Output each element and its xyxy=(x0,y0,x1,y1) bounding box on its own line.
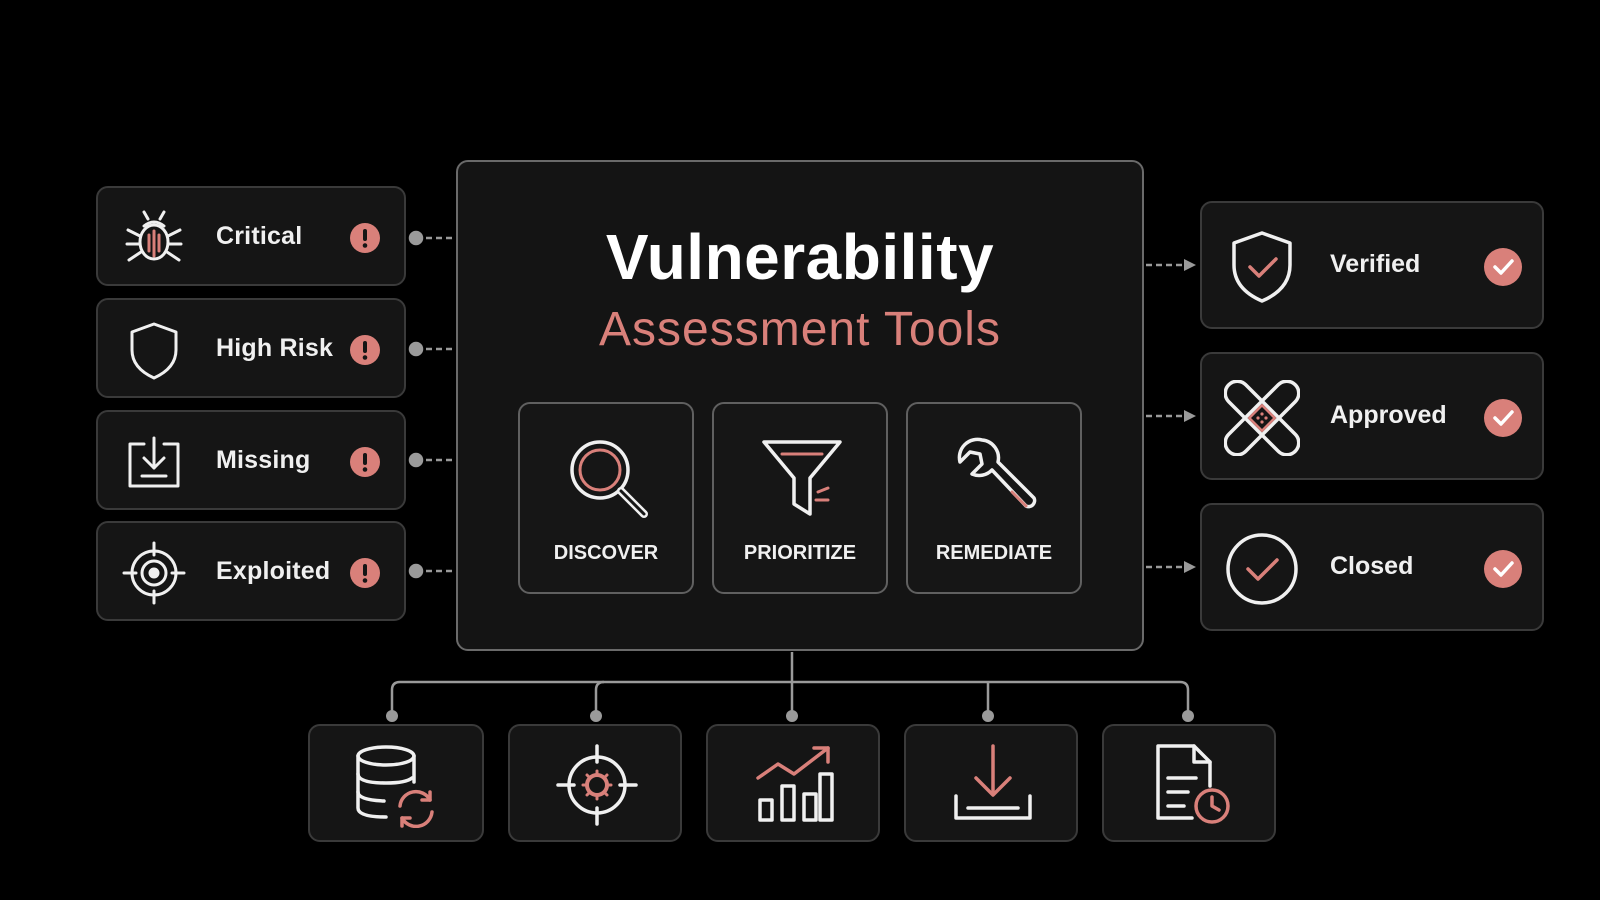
magnifier-icon xyxy=(564,434,652,522)
bug-icon xyxy=(122,206,186,270)
status-card-missing[interactable]: Missing xyxy=(96,410,406,510)
alert-badge-icon xyxy=(350,558,380,588)
tool-card-download[interactable] xyxy=(904,724,1078,842)
target-icon xyxy=(122,541,186,605)
status-label: High Risk xyxy=(216,334,334,362)
funnel-icon xyxy=(758,434,846,522)
shield-icon xyxy=(122,318,186,382)
alert-badge-icon xyxy=(350,335,380,365)
status-card-high-risk[interactable]: High Risk xyxy=(96,298,406,398)
status-card-critical[interactable]: Critical xyxy=(96,186,406,286)
tool-card-growth-chart[interactable] xyxy=(706,724,880,842)
bandage-icon xyxy=(1224,380,1300,456)
outcome-label: Verified xyxy=(1330,250,1421,278)
alert-badge-icon xyxy=(350,223,380,253)
outcome-card-approved[interactable]: Approved xyxy=(1200,352,1544,480)
step-label: DISCOVER xyxy=(553,542,659,564)
database-sync-icon xyxy=(354,742,440,828)
outcome-card-closed[interactable]: Closed xyxy=(1200,503,1544,631)
check-badge-icon xyxy=(1484,550,1522,588)
wrench-icon xyxy=(952,434,1040,522)
step-label: PRIORITIZE xyxy=(743,542,857,564)
tool-card-virus-target[interactable] xyxy=(508,724,682,842)
outcome-card-verified[interactable]: Verified xyxy=(1200,201,1544,329)
shield-check-icon xyxy=(1224,229,1300,305)
diagram-subtitle: Assessment Tools xyxy=(599,303,1001,356)
outcome-label: Closed xyxy=(1330,552,1414,580)
tool-card-database-sync[interactable] xyxy=(308,724,484,842)
tool-card-document-clock[interactable] xyxy=(1102,724,1276,842)
download-tray-icon xyxy=(122,430,186,494)
diagram-title: Vulnerability xyxy=(605,221,995,293)
status-card-exploited[interactable]: Exploited xyxy=(96,521,406,621)
outcome-label: Approved xyxy=(1330,401,1447,429)
check-badge-icon xyxy=(1484,399,1522,437)
virus-target-icon xyxy=(554,742,640,828)
growth-chart-icon xyxy=(752,742,838,828)
document-clock-icon xyxy=(1148,742,1234,828)
step-remediate[interactable]: REMEDIATE xyxy=(906,402,1082,594)
center-panel: Vulnerability Assessment Tools DISCOVER … xyxy=(456,160,1144,651)
step-label: REMEDIATE xyxy=(935,542,1053,564)
alert-badge-icon xyxy=(350,447,380,477)
download-icon xyxy=(950,742,1036,828)
circle-check-icon xyxy=(1224,531,1300,607)
status-label: Exploited xyxy=(216,557,331,585)
check-badge-icon xyxy=(1484,248,1522,286)
step-discover[interactable]: DISCOVER xyxy=(518,402,694,594)
status-label: Critical xyxy=(216,222,303,250)
step-prioritize[interactable]: PRIORITIZE xyxy=(712,402,888,594)
status-label: Missing xyxy=(216,446,311,474)
